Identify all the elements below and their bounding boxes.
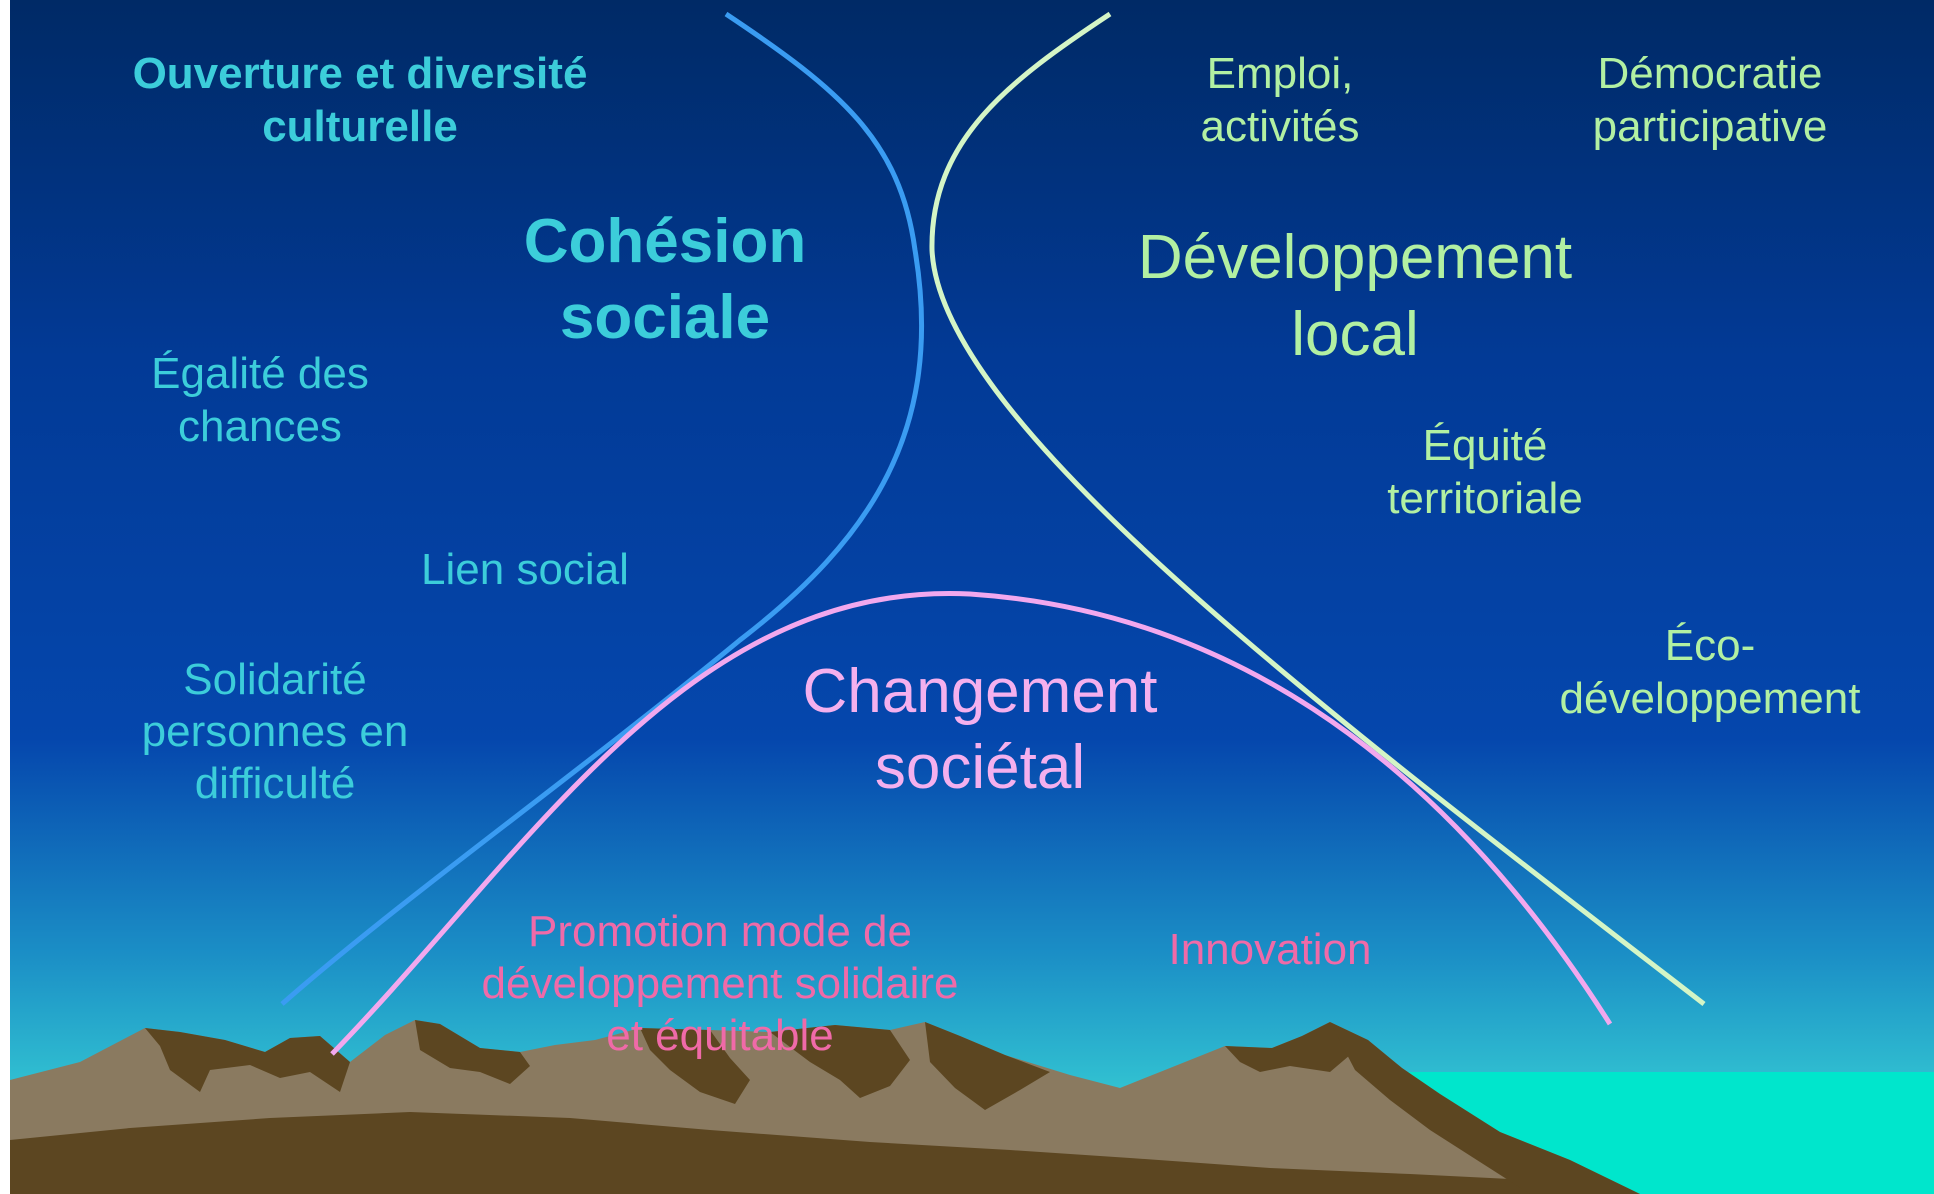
- label-promotion-mode-developpement: Promotion mode de développement solidair…: [481, 907, 959, 1060]
- title-cohesion-sociale: Cohésion sociale: [523, 207, 807, 352]
- label-innovation: Innovation: [1168, 925, 1372, 974]
- mountain-shadow: [640, 1028, 750, 1104]
- cohesion-sociale-curve: [280, 11, 925, 1006]
- mountain-shadow: [1225, 1022, 1350, 1072]
- label-lien-social: Lien social: [421, 545, 629, 594]
- mountain-shadow: [925, 1022, 1050, 1110]
- label-ouverture-diversite-culturelle: Ouverture et diversité culturelle: [132, 49, 588, 151]
- label-solidarite-personnes-en-difficulte: Solidarité personnes en difficulté: [141, 655, 409, 808]
- label-democratie-participative: Démocratie participative: [1592, 49, 1828, 151]
- label-equite-territoriale: Équité territoriale: [1387, 421, 1583, 523]
- label-emploi-activites: Emploi, activités: [1200, 49, 1360, 151]
- title-changement-societal: Changement sociétal: [802, 657, 1158, 802]
- mountain-shadow: [770, 1025, 910, 1098]
- label-eco-developpement: Éco-développement: [1559, 621, 1861, 723]
- mountain-shadow: [10, 1112, 1640, 1194]
- developpement-local-curve: [929, 11, 1706, 1006]
- changement-societal-curve: [330, 591, 1613, 1056]
- label-egalite-des-chances: Égalité des chances: [151, 349, 369, 451]
- mountain-shadow: [1330, 1022, 1640, 1194]
- scene-drawing: [10, 11, 1934, 1194]
- diagram-slide: Ouverture et diversité culturelle Cohési…: [10, 0, 1934, 1194]
- mountain-shadow: [415, 1020, 530, 1084]
- title-developpement-local: Développement local: [1137, 223, 1573, 369]
- mountain-shadow: [145, 1028, 350, 1092]
